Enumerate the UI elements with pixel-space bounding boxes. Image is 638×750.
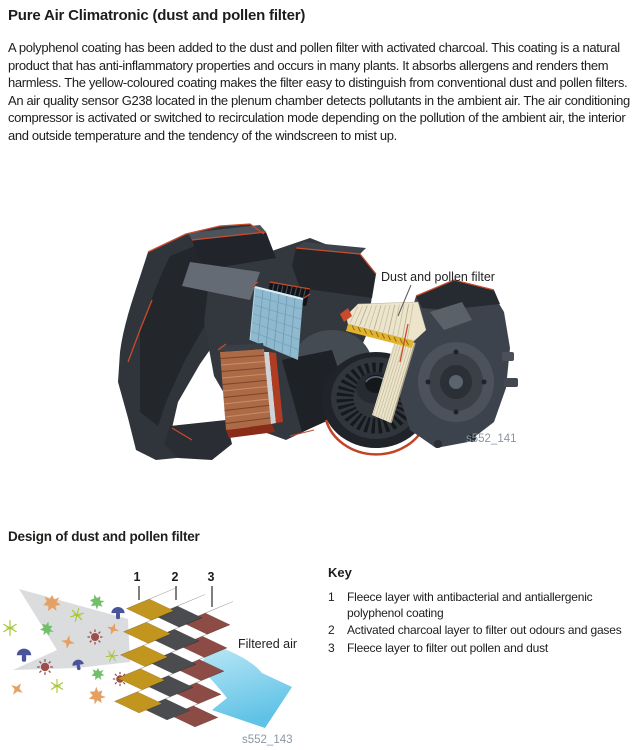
pollen-particle-icon <box>85 684 109 708</box>
filtered-air-arrow <box>198 645 292 728</box>
incoming-air-arrow <box>13 589 130 670</box>
key-item: 3 Fleece layer to filter out pollen and … <box>328 640 630 656</box>
design-figure: 1 2 3 Filtered air s552_143 <box>2 570 297 746</box>
key-item-number: 1 <box>328 590 335 604</box>
key-item: 1 Fleece layer with antibacterial and an… <box>328 589 630 621</box>
cut-edge-highlights <box>127 223 495 441</box>
layer-number-1: 1 <box>134 570 141 584</box>
key-item-text: Fleece layer to filter out pollen and du… <box>347 640 549 655</box>
filter-layer-1-polyphenol <box>114 587 178 714</box>
evaporator <box>249 286 304 360</box>
spore-particle-icon <box>2 619 18 637</box>
page-title: Pure Air Climatronic (dust and pollen fi… <box>8 7 306 24</box>
filtered-air-label: Filtered air <box>238 637 297 651</box>
key-heading: Key <box>328 565 352 580</box>
design-heading: Design of dust and pollen filter <box>8 529 200 544</box>
motor-housing <box>400 280 518 448</box>
spore-particle-icon <box>50 678 64 694</box>
fungus-particle-icon <box>16 648 32 662</box>
figure-id: s552_141 <box>466 433 517 445</box>
key-item-text: Activated charcoal layer to filter out o… <box>347 623 622 638</box>
figure-id: s552_143 <box>242 734 293 746</box>
layer-leader-lines <box>138 586 213 607</box>
key-item-number: 3 <box>328 640 335 655</box>
key-item: 2 Activated charcoal layer to filter out… <box>328 622 630 638</box>
dust-filter-callout: Dust and pollen filter <box>381 270 495 284</box>
virus-particle-icon <box>86 628 104 646</box>
key-item-number: 2 <box>328 623 335 638</box>
hvac-figure: Dust and pollen filter s552_141 <box>118 223 518 460</box>
intro-paragraph: A polyphenol coating has been added to t… <box>8 40 630 143</box>
allergen-particle-icon <box>7 679 27 699</box>
bacteria-particle-icon <box>87 592 107 612</box>
callout-leader-line <box>397 284 412 317</box>
bacteria-particle-icon <box>91 668 105 680</box>
hvac-distribution-box <box>182 225 376 300</box>
filter-slab <box>372 336 416 424</box>
heater-core <box>219 343 283 438</box>
layer-number-3: 3 <box>208 570 215 584</box>
layer-number-2: 2 <box>172 570 179 584</box>
key-item-text: Fleece layer with antibacterial and anti… <box>347 590 593 621</box>
key-section: Key 1 Fleece layer with antibacterial an… <box>328 565 630 657</box>
virus-particle-icon <box>36 658 54 676</box>
